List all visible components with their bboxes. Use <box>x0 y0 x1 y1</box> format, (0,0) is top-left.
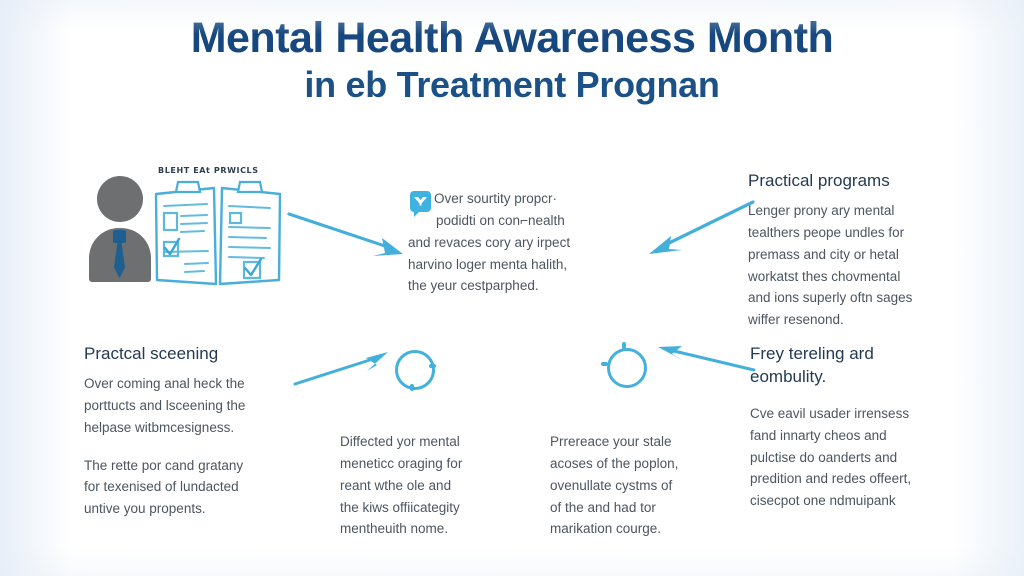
top-right-line-5: and ions superly oftn sages <box>748 290 913 306</box>
mid-left-p1-line-1: Over coming anal heck the <box>84 375 245 391</box>
bcl-line-5: mentheuith nome. <box>340 521 449 537</box>
open-document-checklist-icon: BLEHT EAt PRWICLS <box>152 166 284 292</box>
ring-stub-left <box>601 362 608 366</box>
mid-left-heading: Practcal sceening <box>84 344 219 363</box>
ring-stub-top <box>622 342 626 349</box>
arrow-up-left-icon <box>658 346 756 372</box>
bottom-center-left-text-block: Diffected yor mental meneticc oraging fo… <box>340 431 540 540</box>
top-right-text-block: Practical programs Lenger prony ary ment… <box>748 170 963 331</box>
bottom-right-heading-line-1: Frey tereling ard <box>750 344 874 363</box>
arrow-up-right-icon <box>293 352 388 386</box>
title-line-2: in eb Treatment Prognan <box>304 64 720 106</box>
br-line-2: fand innarty cheos and <box>750 427 887 443</box>
bcl-line-1: Diffected yor mental <box>340 434 460 449</box>
mid-left-p2-line-2: for texenised of lundacted <box>84 479 239 495</box>
bcr-line-4: of the and had tor <box>550 499 656 515</box>
top-right-heading: Practical programs <box>748 171 890 190</box>
bcr-line-1: Prrereace your stale <box>550 434 672 449</box>
top-right-line-4: workatst thes chovmental <box>748 268 901 284</box>
top-right-line-2: tealthers peope undles for <box>748 224 905 240</box>
page-title: Mental Health Awareness Month in eb Trea… <box>0 14 1024 106</box>
top-center-line-4: harvino loger menta halith, <box>408 256 568 272</box>
mid-left-p1-line-3: helpase witbmcesigness. <box>84 419 235 435</box>
mid-left-p2-line-3: untive you propents. <box>84 501 206 517</box>
ring-outline <box>607 348 647 388</box>
ring-outline <box>395 350 435 390</box>
bcr-line-2: acoses of the poplon, <box>550 455 679 471</box>
top-center-line-2: podidti on con⌐nealth <box>436 212 565 228</box>
br-line-3: pulctise do oanderts and <box>750 449 898 465</box>
bcr-line-5: marikation courge. <box>550 521 662 537</box>
document-label: BLEHT EAt PRWICLS <box>158 166 259 175</box>
circle-ring-icon-left <box>392 347 438 393</box>
mid-left-text-block: Practcal sceening Over coming anal heck … <box>84 343 299 520</box>
top-center-text-block: Over sourtity propcr· podidti on con⌐nea… <box>408 188 623 297</box>
mid-left-p1-line-2: porttucts and lsceening the <box>84 397 246 413</box>
arrow-down-left-icon <box>649 200 755 254</box>
bcl-line-2: meneticc oraging for <box>340 455 463 471</box>
bcr-line-3: ovenullate cystms of <box>550 477 673 493</box>
top-center-line-1: Over sourtity propcr· <box>434 191 558 206</box>
top-right-line-1: Lenger prony ary mental <box>748 202 895 218</box>
bottom-right-heading-line-2: eombulity. <box>750 366 827 386</box>
arrow-down-right-icon <box>287 212 403 256</box>
bcl-line-3: reant wthe ole and <box>340 477 452 493</box>
br-line-5: cisecpot one ndmuipank <box>750 493 896 509</box>
ring-stub-bottom <box>410 384 414 391</box>
ring-stub-right <box>429 364 436 368</box>
document-drawing <box>154 180 282 286</box>
mid-left-p2-line-1: The rette por cand gratany <box>84 457 244 473</box>
top-center-line-5: the yeur cestparphed. <box>408 278 539 294</box>
bcl-line-4: the kiws offiicategity <box>340 499 460 515</box>
circle-ring-icon-right <box>601 342 650 391</box>
person-silhouette-icon <box>86 176 158 288</box>
person-head <box>97 176 143 222</box>
top-center-line-3: and revaces cory ary irpect <box>408 234 571 250</box>
top-right-line-6: wiffer resenond. <box>748 312 844 328</box>
br-line-1: Cve eavil usader irrensess <box>750 405 910 421</box>
top-right-line-3: premass and city or hetal <box>748 246 899 262</box>
title-line-1: Mental Health Awareness Month <box>190 14 834 62</box>
br-line-4: predition and redes offeert, <box>750 471 912 487</box>
bottom-right-text-block: Frey tereling ard eombulity. Cve eavil u… <box>750 343 970 512</box>
bottom-center-right-text-block: Prrereace your stale acoses of the poplo… <box>550 431 750 540</box>
